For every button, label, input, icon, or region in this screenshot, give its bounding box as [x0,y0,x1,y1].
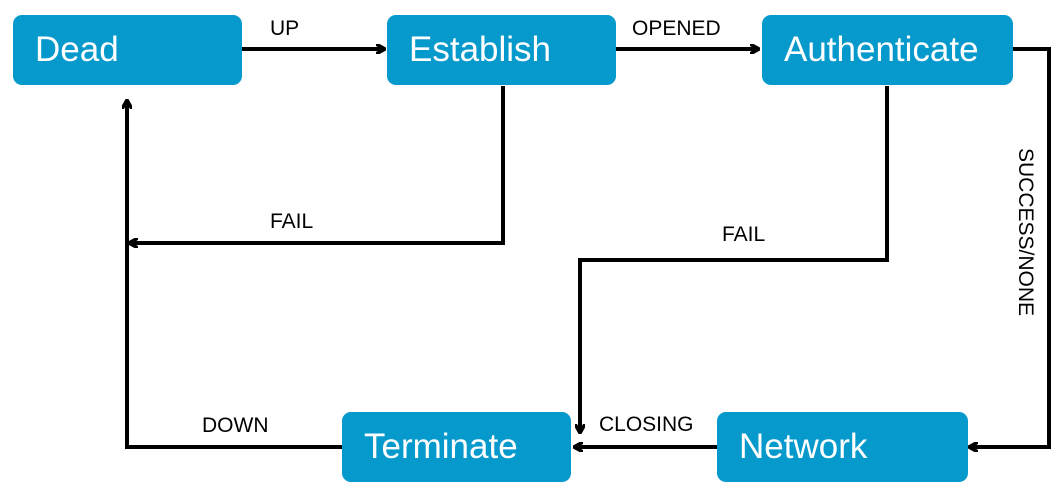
state-network-label: Network [739,426,868,466]
label-success-none: SUCCESS/NONE [1014,148,1037,317]
label-opened: OPENED [632,17,721,40]
state-establish: Establish [387,15,616,85]
state-terminate: Terminate [342,412,571,482]
arrow-fail-establish [130,86,505,243]
arrow-fail-authenticate [580,86,889,432]
state-authenticate-label: Authenticate [784,29,979,69]
label-up: UP [270,17,300,40]
state-terminate-label: Terminate [364,426,518,466]
state-network: Network [717,412,968,482]
state-dead-label: Dead [35,29,119,69]
arrow-down [127,101,342,449]
state-establish-label: Establish [409,29,552,69]
arrow-success-none [970,47,1051,447]
label-fail-authenticate: FAIL [722,223,766,246]
state-authenticate: Authenticate [762,15,1013,85]
label-fail-establish: FAIL [270,210,314,233]
label-closing: CLOSING [599,413,694,436]
label-down: DOWN [202,414,269,437]
state-dead: Dead [13,15,242,85]
